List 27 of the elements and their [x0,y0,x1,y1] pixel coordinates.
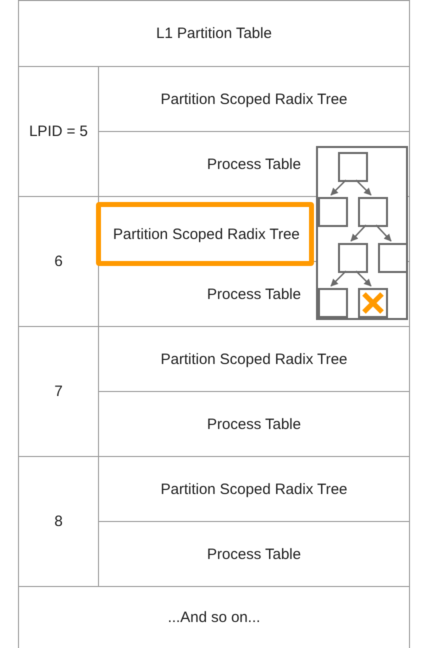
arrow [350,224,367,242]
arrow [355,270,372,287]
table-header: L1 Partition Table [156,25,272,42]
arrow [330,270,347,287]
tree-node-box [358,197,388,227]
table-cell: Partition Scoped Radix Tree [160,90,348,108]
arrow [375,224,392,242]
arrow [355,179,372,196]
table-cell: Partition Scoped Radix Tree [160,350,348,368]
table-cell: Partition Scoped Radix Tree [160,480,348,498]
tree-node-box [318,288,348,318]
highlighted-entry-box: Partition Scoped Radix Tree [96,202,314,266]
row-id: 8 [54,513,63,530]
row-id: 7 [54,383,63,400]
table-cell: Process Table [207,546,301,562]
arrow [330,179,347,196]
table-cell: Process Table [207,416,301,432]
row-id: LPID = 5 [29,123,88,140]
table-cell: Process Table [207,286,301,302]
tree-node-box [378,243,408,273]
tree-node-box [338,243,368,273]
tree-node-box [338,152,368,182]
tree-node-box [318,197,348,227]
tree-inset-panel [316,146,408,320]
row-id: 6 [54,253,63,270]
table-cell: Process Table [207,156,301,172]
table-footer: ...And so on... [168,609,260,626]
